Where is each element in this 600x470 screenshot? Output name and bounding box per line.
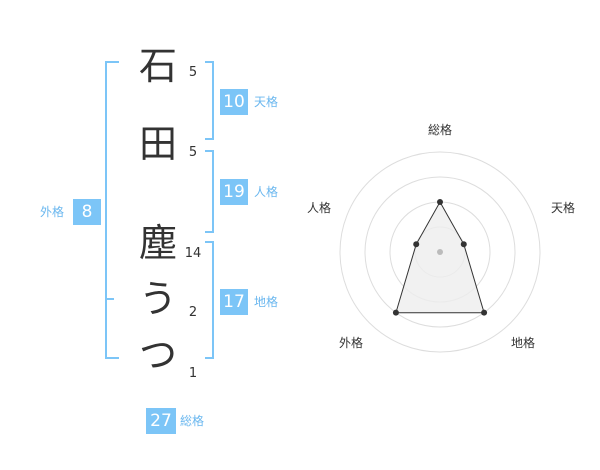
radar-ring-3 — [364, 176, 516, 328]
chikaku-value-badge: 17 — [220, 289, 248, 315]
stroke-count-2: 5 — [188, 145, 198, 160]
stroke-count-1: 5 — [188, 65, 198, 80]
radar-label-tenkaku: 天格 — [551, 201, 576, 215]
radar-point-gaikaku — [392, 309, 399, 316]
radar-point-soukaku — [437, 199, 443, 205]
name-char-1: 石 — [138, 44, 177, 88]
radar-ring-4 — [339, 151, 541, 353]
radar-label-chikaku: 地格 — [511, 336, 536, 350]
chikaku-label: 地格 — [254, 295, 279, 309]
soukaku-value-badge: 27 — [146, 408, 176, 434]
name-char-5: つ — [138, 333, 177, 377]
tenkaku-label: 天格 — [254, 95, 279, 109]
jinkaku-bracket — [205, 150, 214, 233]
gaikaku-value-badge: 8 — [73, 199, 101, 225]
radar-polygon — [395, 200, 485, 314]
radar-label-gaikaku: 外格 — [339, 336, 364, 350]
chikaku-bracket — [205, 241, 214, 359]
stroke-count-4: 2 — [188, 305, 198, 320]
radar-label-jinkaku: 人格 — [307, 201, 332, 215]
tenkaku-bracket — [205, 61, 214, 140]
tenkaku-value-badge: 10 — [220, 89, 248, 115]
radar-center-dot — [437, 249, 443, 255]
gaikaku-label: 外格 — [40, 205, 65, 219]
name-char-3: 塵 — [138, 221, 177, 265]
name-char-2: 田 — [138, 122, 177, 166]
soukaku-label: 総格 — [180, 414, 205, 428]
jinkaku-label: 人格 — [254, 185, 279, 199]
radar-point-tenkaku — [460, 241, 467, 248]
name-char-4: う — [138, 277, 177, 321]
radar-point-jinkaku — [413, 241, 420, 248]
radar-point-chikaku — [481, 309, 488, 316]
jinkaku-value-badge: 19 — [220, 179, 248, 205]
stroke-count-5: 1 — [188, 366, 198, 381]
radar-label-soukaku: 総格 — [428, 123, 453, 137]
stroke-count-3: 14 — [184, 246, 202, 261]
gaikaku-bracket — [105, 61, 119, 359]
